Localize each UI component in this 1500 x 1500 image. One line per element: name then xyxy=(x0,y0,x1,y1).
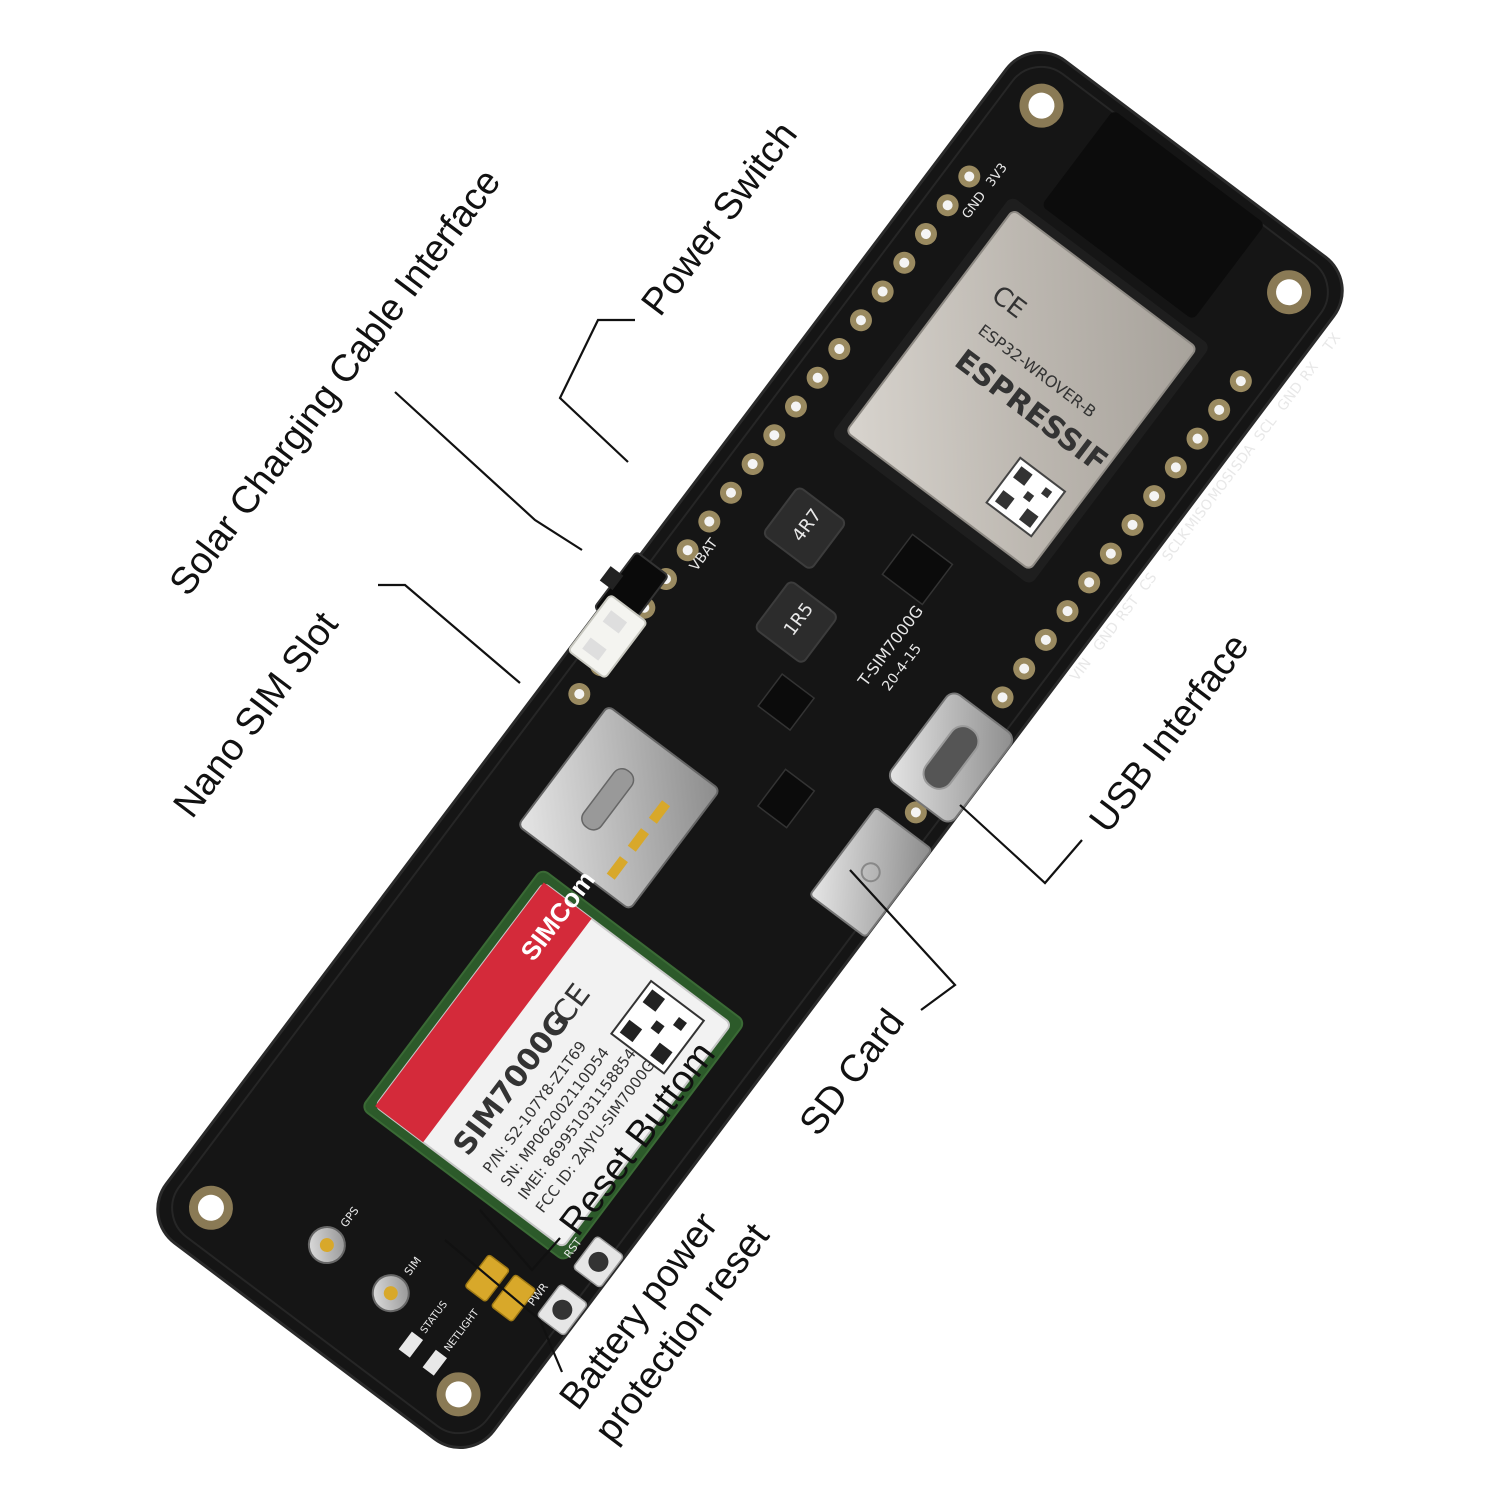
pin-hole xyxy=(1084,577,1095,588)
solar-leader-line xyxy=(394,391,583,551)
pin-hole xyxy=(964,171,975,182)
ic-chip xyxy=(881,533,954,606)
pcb-board: ESPRESSIF ESP32-WROVER-B CE 4R7 1R5 VBAT xyxy=(156,50,1344,1450)
pin-hole xyxy=(899,257,910,268)
lte-antenna-connector[interactable] xyxy=(366,1268,416,1318)
pin-hole xyxy=(1019,663,1030,674)
solar-connector[interactable] xyxy=(568,595,647,679)
pin-hole xyxy=(1062,606,1073,617)
reset-button[interactable] xyxy=(573,1236,624,1288)
esp32-module: ESPRESSIF ESP32-WROVER-B CE xyxy=(833,198,1208,583)
inductor-1r5: 1R5 xyxy=(755,581,837,663)
tantalum-capacitor xyxy=(465,1254,510,1302)
nano-sim-callout: Nano SIM Slot xyxy=(166,604,347,825)
antenna-area xyxy=(1043,112,1263,318)
pin-hole xyxy=(1235,376,1246,387)
pin-hole xyxy=(997,692,1008,703)
solar-callout: Solar Charging Cable Interface xyxy=(162,161,510,603)
pin-hole xyxy=(704,516,715,527)
sd-card-callout: SD Card xyxy=(792,1002,913,1144)
inductor-4r7: 4R7 xyxy=(763,487,846,569)
mounting-hole xyxy=(1019,83,1064,128)
pin-hole xyxy=(834,344,845,355)
pin-hole xyxy=(855,315,866,326)
pin-hole xyxy=(812,372,823,383)
gps-antenna-connector[interactable] xyxy=(302,1220,352,1270)
power-switch-callout: Power Switch xyxy=(634,114,806,323)
usb-leader-line xyxy=(959,804,1083,885)
pin-hole xyxy=(1214,404,1225,415)
pin-hole xyxy=(574,689,585,700)
pin-hole xyxy=(1040,634,1051,645)
pin-hole xyxy=(682,545,693,556)
sim7000g-module: SIMCom SIM7000G P/N: S2-107Y8-Z1T69 SN: … xyxy=(363,865,744,1260)
mounting-hole xyxy=(188,1185,233,1230)
pin-hole xyxy=(910,807,921,818)
usb-callout: USB Interface xyxy=(1082,626,1258,840)
mounting-hole xyxy=(436,1372,481,1417)
pin-hole xyxy=(877,286,888,297)
pin-hole xyxy=(747,459,758,470)
pin-hole xyxy=(790,401,801,412)
pin-hole xyxy=(920,228,931,239)
ic-chip xyxy=(756,768,816,829)
pin-hole xyxy=(1105,548,1116,559)
usb-c-connector[interactable] xyxy=(886,689,1016,825)
pin-hole xyxy=(1149,491,1160,502)
sd-card-leader-line xyxy=(849,869,957,1011)
status-led xyxy=(398,1331,424,1358)
battery-protection-reset-button[interactable] xyxy=(537,1284,588,1336)
pin-hole xyxy=(725,487,736,498)
nano-sim-slot[interactable] xyxy=(518,706,720,910)
netlight-led xyxy=(422,1349,448,1376)
battery-leader-line xyxy=(444,1239,564,1373)
reset-leader-line xyxy=(479,1209,561,1272)
nano-sim-leader-line xyxy=(378,583,521,684)
sd-card-slot[interactable] xyxy=(810,807,932,937)
pin-hole xyxy=(1192,433,1203,444)
pin-hole xyxy=(1170,462,1181,473)
simcom-red-band xyxy=(375,882,592,1143)
power-switch-leader-line xyxy=(558,318,635,463)
pin-hole xyxy=(769,430,780,441)
pin-label: TX xyxy=(1320,330,1345,355)
pin-hole xyxy=(1127,519,1138,530)
mounting-hole xyxy=(1267,270,1312,315)
pin-hole xyxy=(942,200,953,211)
ic-chip xyxy=(757,673,816,732)
pin-label: RX xyxy=(1297,359,1322,384)
